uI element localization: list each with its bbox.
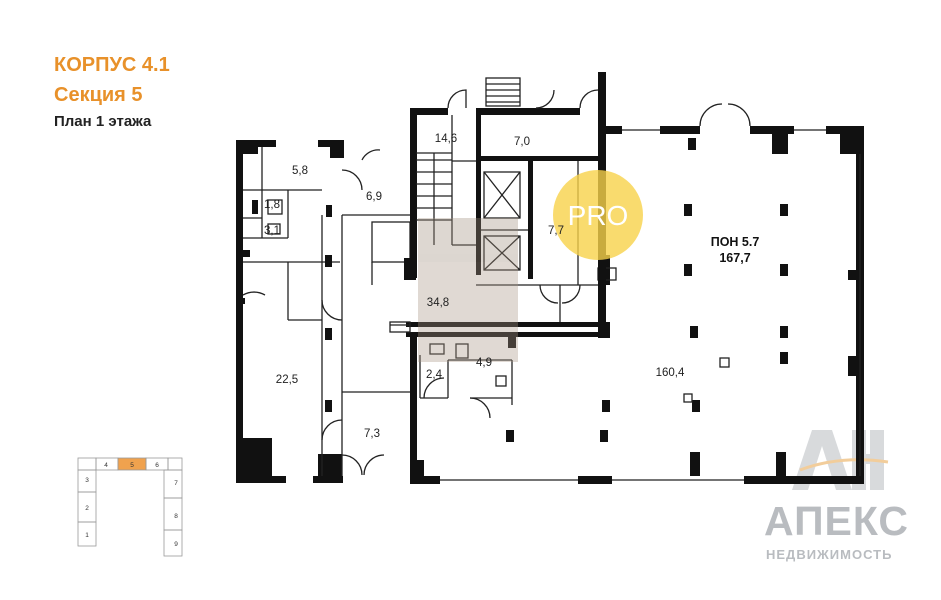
room-area-4-9: 4,9 [476,357,492,369]
minimap-section-6: 6 [155,462,159,469]
minimap-section-4: 4 [104,462,108,469]
room-area-1-8: 1,8 [264,199,280,211]
plan-header: КОРПУС 4.1 Секция 5 План 1 этажа [54,50,170,134]
stair-highlight [418,218,518,362]
pro-badge-label: PRO [568,200,629,231]
unit-area: 167,7 [719,251,750,265]
floor-plan-title: План 1 этажа [54,113,152,130]
pro-badge: PRO [553,170,643,260]
minimap-section-3: 3 [85,477,89,484]
minimap-section-9: 9 [174,541,178,548]
room-area-3-1: 3,1 [264,225,280,237]
minimap-section-2: 2 [85,505,89,512]
minimap-section-1: 1 [85,532,89,539]
left-block-partitions [240,147,412,476]
building-title: КОРПУС 4.1 [54,54,170,76]
room-area-7-0: 7,0 [514,136,530,148]
columns [506,138,788,442]
lower-core-rooms [341,337,513,484]
section-title: Секция 5 [54,84,143,106]
room-area-2-4: 2,4 [426,369,443,381]
unit-name: ПОН 5.7 [711,235,760,249]
minimap-section-5: 5 [130,462,134,469]
brand-name: АПЕКС [764,498,909,544]
room-area-5-8: 5,8 [292,165,308,177]
room-area-22-5: 22,5 [276,374,298,386]
section-minimap: 1 2 3 4 5 6 7 8 9 [77,457,183,557]
room-area-7-3: 7,3 [364,428,380,440]
room-area-7-7: 7,7 [548,225,564,237]
left-block-walls [236,140,344,483]
room-area-34-8: 34,8 [427,297,449,309]
room-area-6-9: 6,9 [366,191,382,203]
minimap-section-8: 8 [174,513,178,520]
brand-tagline: НЕДВИЖИМОСТЬ [766,547,893,562]
room-area-14-6: 14,6 [435,133,457,145]
minimap-section-7: 7 [174,480,178,487]
room-area-160-4: 160,4 [656,367,685,379]
